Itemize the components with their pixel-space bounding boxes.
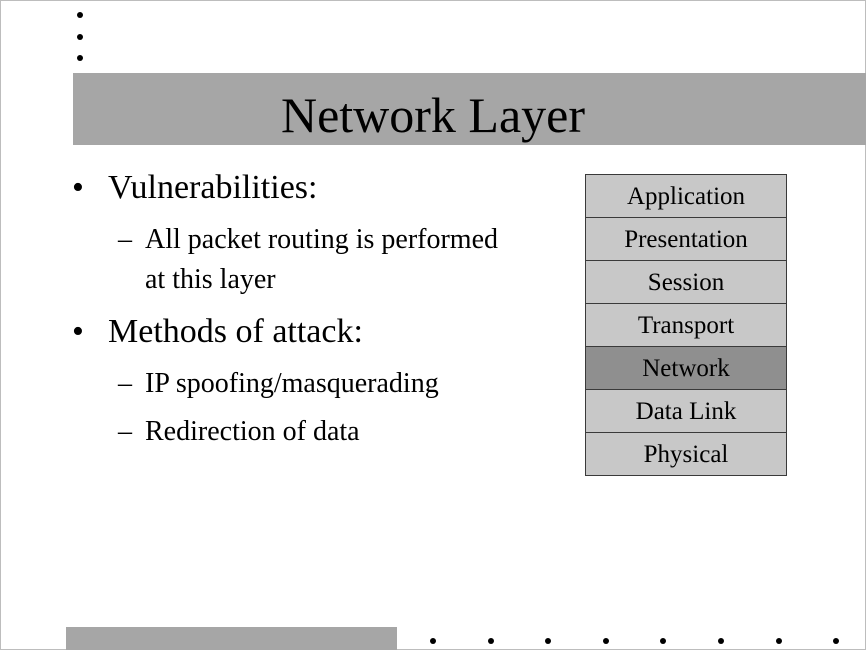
sub-bullet-text: at this layer [145,264,276,295]
decorative-dot [488,638,494,644]
sub-bullet-text: Redirection of data [145,416,360,447]
decorative-dot [545,638,551,644]
decorative-dot [603,638,609,644]
bullet-marker: • [72,313,84,350]
osi-layer-data-link: Data Link [586,389,786,432]
decorative-dot [718,638,724,644]
osi-layer-transport: Transport [586,303,786,346]
bullet-marker: • [72,169,84,206]
slide-title: Network Layer [280,87,586,143]
decorative-dot [660,638,666,644]
sub-bullet-text: All packet routing is performed [145,224,499,255]
footer-bar [66,627,397,650]
sub-bullet-marker: – [118,416,132,447]
bullet-text: Methods of attack: [108,313,363,350]
osi-layer-stack: Application Presentation Session Transpo… [585,174,787,476]
osi-layer-network: Network [586,346,786,389]
sub-bullet-marker: – [118,224,132,255]
bullet-text: Vulnerabilities: [108,169,318,206]
sub-bullet-marker: – [118,368,132,399]
osi-layer-presentation: Presentation [586,217,786,260]
decorative-dot [77,34,83,40]
decorative-dot [430,638,436,644]
sub-bullet-text: IP spoofing/masquerading [145,368,439,399]
osi-layer-application: Application [586,175,786,217]
decorative-dot [77,12,83,18]
decorative-dot [833,638,839,644]
decorative-dot [776,638,782,644]
osi-layer-session: Session [586,260,786,303]
decorative-dot [77,55,83,61]
title-bar [73,73,866,145]
osi-layer-physical: Physical [586,432,786,475]
